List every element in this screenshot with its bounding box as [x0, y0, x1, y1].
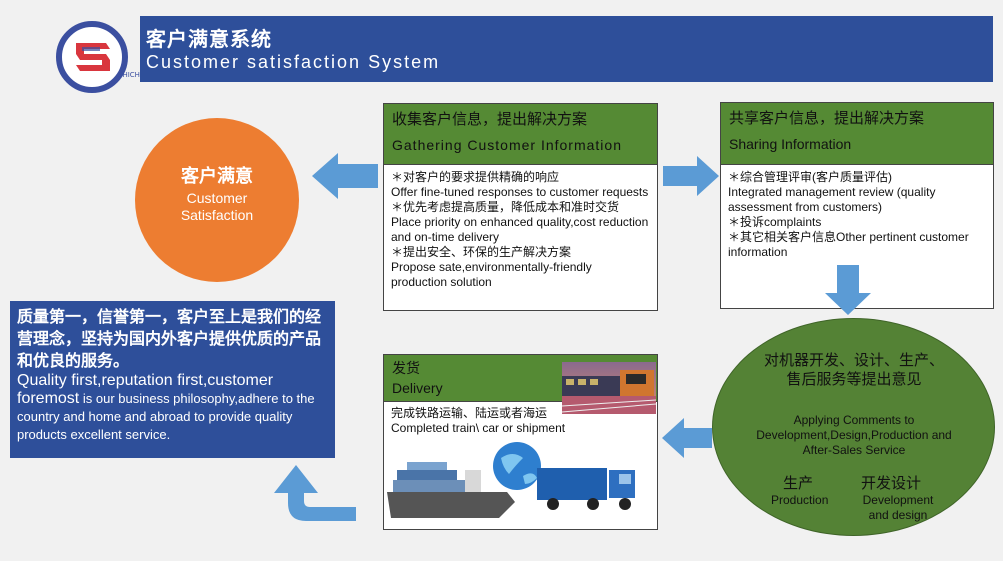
- business-philosophy-box: 质量第一，信誉第一，客户至上是我们的经营理念，坚持为国内外客户提供优质的产品和优…: [10, 301, 335, 458]
- gathering-title-cn: 收集客户信息，提出解决方案: [392, 110, 588, 128]
- company-logo: [56, 21, 128, 93]
- satisfaction-title-cn: 客户满意: [181, 166, 253, 187]
- delivery-body: 完成铁路运输、陆运或者海运 Completed train\ car or sh…: [384, 402, 657, 441]
- page-title-en: Customer satisfaction System: [146, 52, 441, 72]
- development-label-cn: 开发设计: [861, 474, 922, 492]
- sharing-title-en: Sharing Information: [729, 136, 852, 152]
- delivery-title-en: Delivery: [392, 380, 443, 396]
- satisfaction-title-en: Customer Satisfaction: [180, 190, 254, 223]
- arrow-left-icon: [312, 153, 378, 199]
- delivery-line-cn: 完成铁路运输、陆运或者海运: [391, 406, 548, 420]
- philosophy-text-en: Quality first,reputation first,customer …: [17, 372, 328, 444]
- customer-satisfaction-circle: 客户满意 Customer Satisfaction: [135, 118, 299, 282]
- sharing-line: Integrated management review (quality as…: [728, 185, 936, 214]
- production-label-en: Production: [771, 493, 829, 507]
- gathering-line: Offer fine-tuned responses to customer r…: [391, 185, 649, 199]
- delivery-line-en: Completed train\ car or shipment: [391, 421, 566, 435]
- sharing-info-box: 共享客户信息，提出解决方案 Sharing Information ＊综合管理评…: [720, 102, 994, 309]
- sharing-line: ＊投诉complaints: [728, 215, 822, 229]
- sharing-title-cn: 共享客户信息，提出解决方案: [729, 109, 925, 127]
- development-label-en: Development and design: [862, 493, 934, 522]
- philosophy-rest-en: is our business philosophy,adhere to the…: [17, 391, 315, 442]
- gathering-line: ＊提出安全、环保的生产解决方案: [391, 245, 572, 259]
- comments-title-en: Applying Comments to Development,Design,…: [756, 413, 952, 457]
- gathering-line: ＊对客户的要求提供精确的响应: [391, 170, 560, 184]
- gathering-header: 收集客户信息，提出解决方案 Gathering Customer Informa…: [384, 104, 657, 165]
- train-photo: [562, 362, 656, 414]
- page-title-cn: 客户满意系统: [146, 27, 272, 51]
- sharing-line: ＊其它相关客户信息Other pertinent customer inform…: [728, 230, 969, 259]
- sharing-body: ＊综合管理评审(客户质量评估) Integrated management re…: [721, 165, 993, 265]
- philosophy-motto-en: Quality first,reputation first,customer …: [17, 372, 274, 407]
- gathering-line: Place priority on enhanced quality,cost …: [391, 215, 649, 244]
- delivery-title-cn: 发货: [392, 361, 420, 377]
- gathering-title-en: Gathering Customer Information: [392, 137, 622, 153]
- logo-text: SHICH: [118, 71, 140, 79]
- philosophy-text-cn: 质量第一，信誉第一，客户至上是我们的经营理念，坚持为国内外客户提供优质的产品和优…: [17, 307, 322, 370]
- shipping-photo: [387, 440, 641, 524]
- arrow-curved-up-icon: [274, 465, 356, 521]
- production-label-cn: 生产: [783, 474, 814, 492]
- comments-circle: 对机器开发、设计、生产、售后服务等提出意见 Applying Comments …: [712, 318, 995, 536]
- gathering-body: ＊对客户的要求提供精确的响应 Offer fine-tuned response…: [384, 165, 657, 295]
- sharing-line: ＊综合管理评审(客户质量评估): [728, 170, 892, 184]
- gathering-line: ＊优先考虑提高质量，降低成本和准时交货: [391, 200, 620, 214]
- gathering-line: Propose sate,environmentally-friendly pr…: [391, 260, 592, 289]
- header-bar: [140, 16, 993, 82]
- arrow-down-icon: [825, 265, 871, 315]
- sharing-header: 共享客户信息，提出解决方案 Sharing Information: [721, 103, 993, 165]
- arrow-left-icon: [662, 418, 712, 458]
- gathering-info-box: 收集客户信息，提出解决方案 Gathering Customer Informa…: [383, 103, 658, 311]
- arrow-right-icon: [663, 156, 719, 196]
- comments-title-cn: 对机器开发、设计、生产、售后服务等提出意见: [763, 351, 944, 388]
